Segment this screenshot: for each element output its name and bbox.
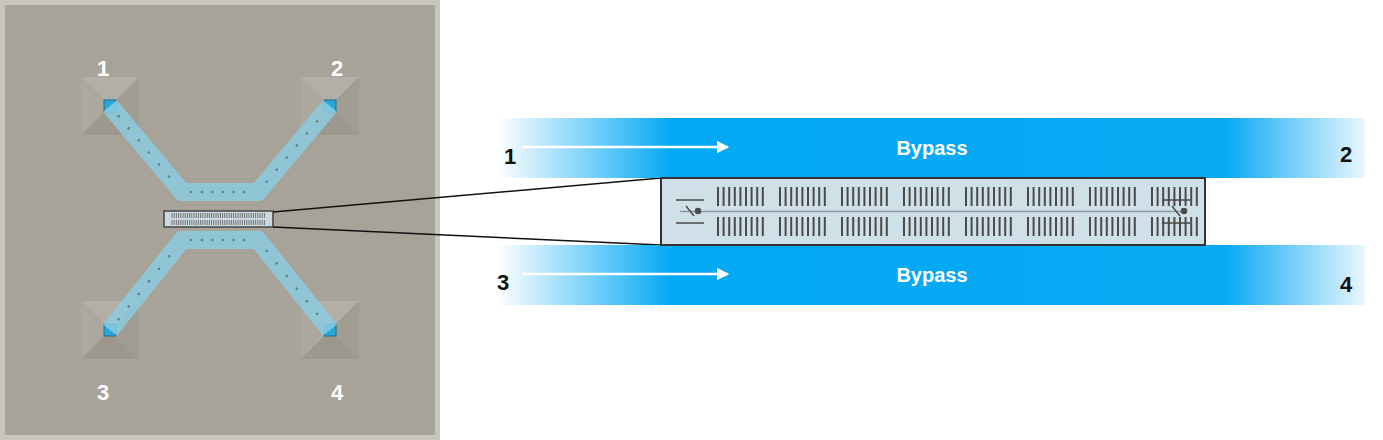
band-label: Bypass (896, 137, 967, 160)
bypass-band: Bypass (497, 245, 1365, 305)
port-number: 3 (497, 272, 509, 294)
chamber-spine (680, 211, 1186, 213)
chamber-zoom (661, 178, 1205, 245)
port-number: 2 (331, 58, 343, 80)
zoom-line (273, 227, 661, 245)
chamber-electrodes (718, 187, 1197, 236)
flow-arrow (522, 273, 728, 276)
port-number: 4 (1340, 274, 1352, 296)
chamber-end-marks (676, 200, 1190, 223)
bypass-band (497, 118, 1365, 178)
flow-arrow (522, 146, 728, 149)
bypass-band: Bypass (497, 118, 1365, 178)
port-number: 4 (331, 382, 343, 404)
chip-border (0, 0, 440, 440)
ports (81, 77, 359, 359)
port-number: 1 (97, 58, 109, 80)
chip-body (5, 5, 435, 435)
channel-dots (117, 115, 318, 320)
band-label: Bypass (896, 264, 967, 287)
channels (110, 106, 330, 330)
chamber-small-stripes (172, 213, 264, 225)
port-number: 2 (1340, 144, 1352, 166)
chamber-small (164, 211, 273, 227)
port-number: 3 (97, 382, 109, 404)
port-number: 1 (504, 146, 516, 168)
bypass-band (497, 245, 1365, 305)
zoom-line (273, 178, 661, 212)
